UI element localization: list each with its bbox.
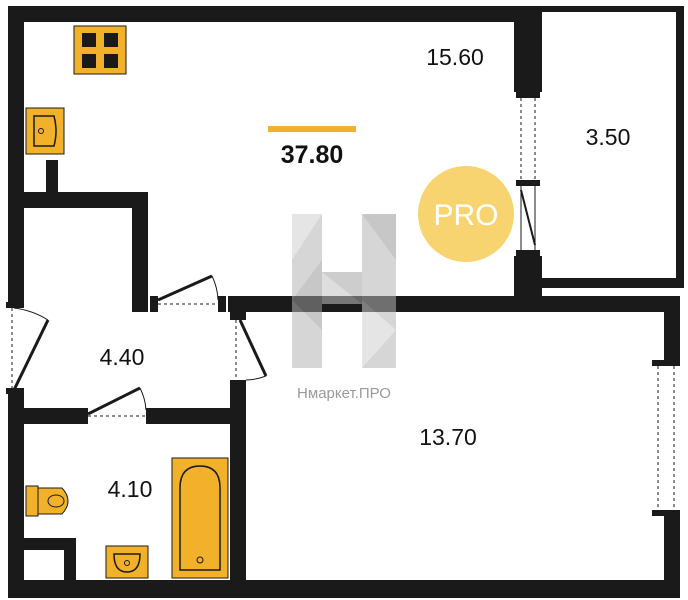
bathtub-icon xyxy=(171,457,229,579)
pro-badge xyxy=(418,166,514,262)
total-area-marker xyxy=(268,126,356,132)
toilet-icon xyxy=(25,485,69,517)
watermark-logo-icon xyxy=(292,214,396,368)
total-area: 37.80 xyxy=(281,141,344,169)
washbasin-icon xyxy=(105,545,149,579)
doors xyxy=(12,274,268,424)
kitchen-sink-icon xyxy=(25,107,65,155)
pro-badge-label: PRO xyxy=(433,199,498,232)
bathroom-area: 4.10 xyxy=(108,476,153,502)
bedroom-area: 13.70 xyxy=(419,424,477,450)
watermark-brand: Нмаркет.ПРО xyxy=(297,385,391,402)
hallway-area: 4.40 xyxy=(100,344,145,370)
stove-icon xyxy=(73,25,127,75)
living-room-area: 15.60 xyxy=(426,44,484,70)
balcony-area: 3.50 xyxy=(586,124,631,150)
windows xyxy=(6,92,680,516)
